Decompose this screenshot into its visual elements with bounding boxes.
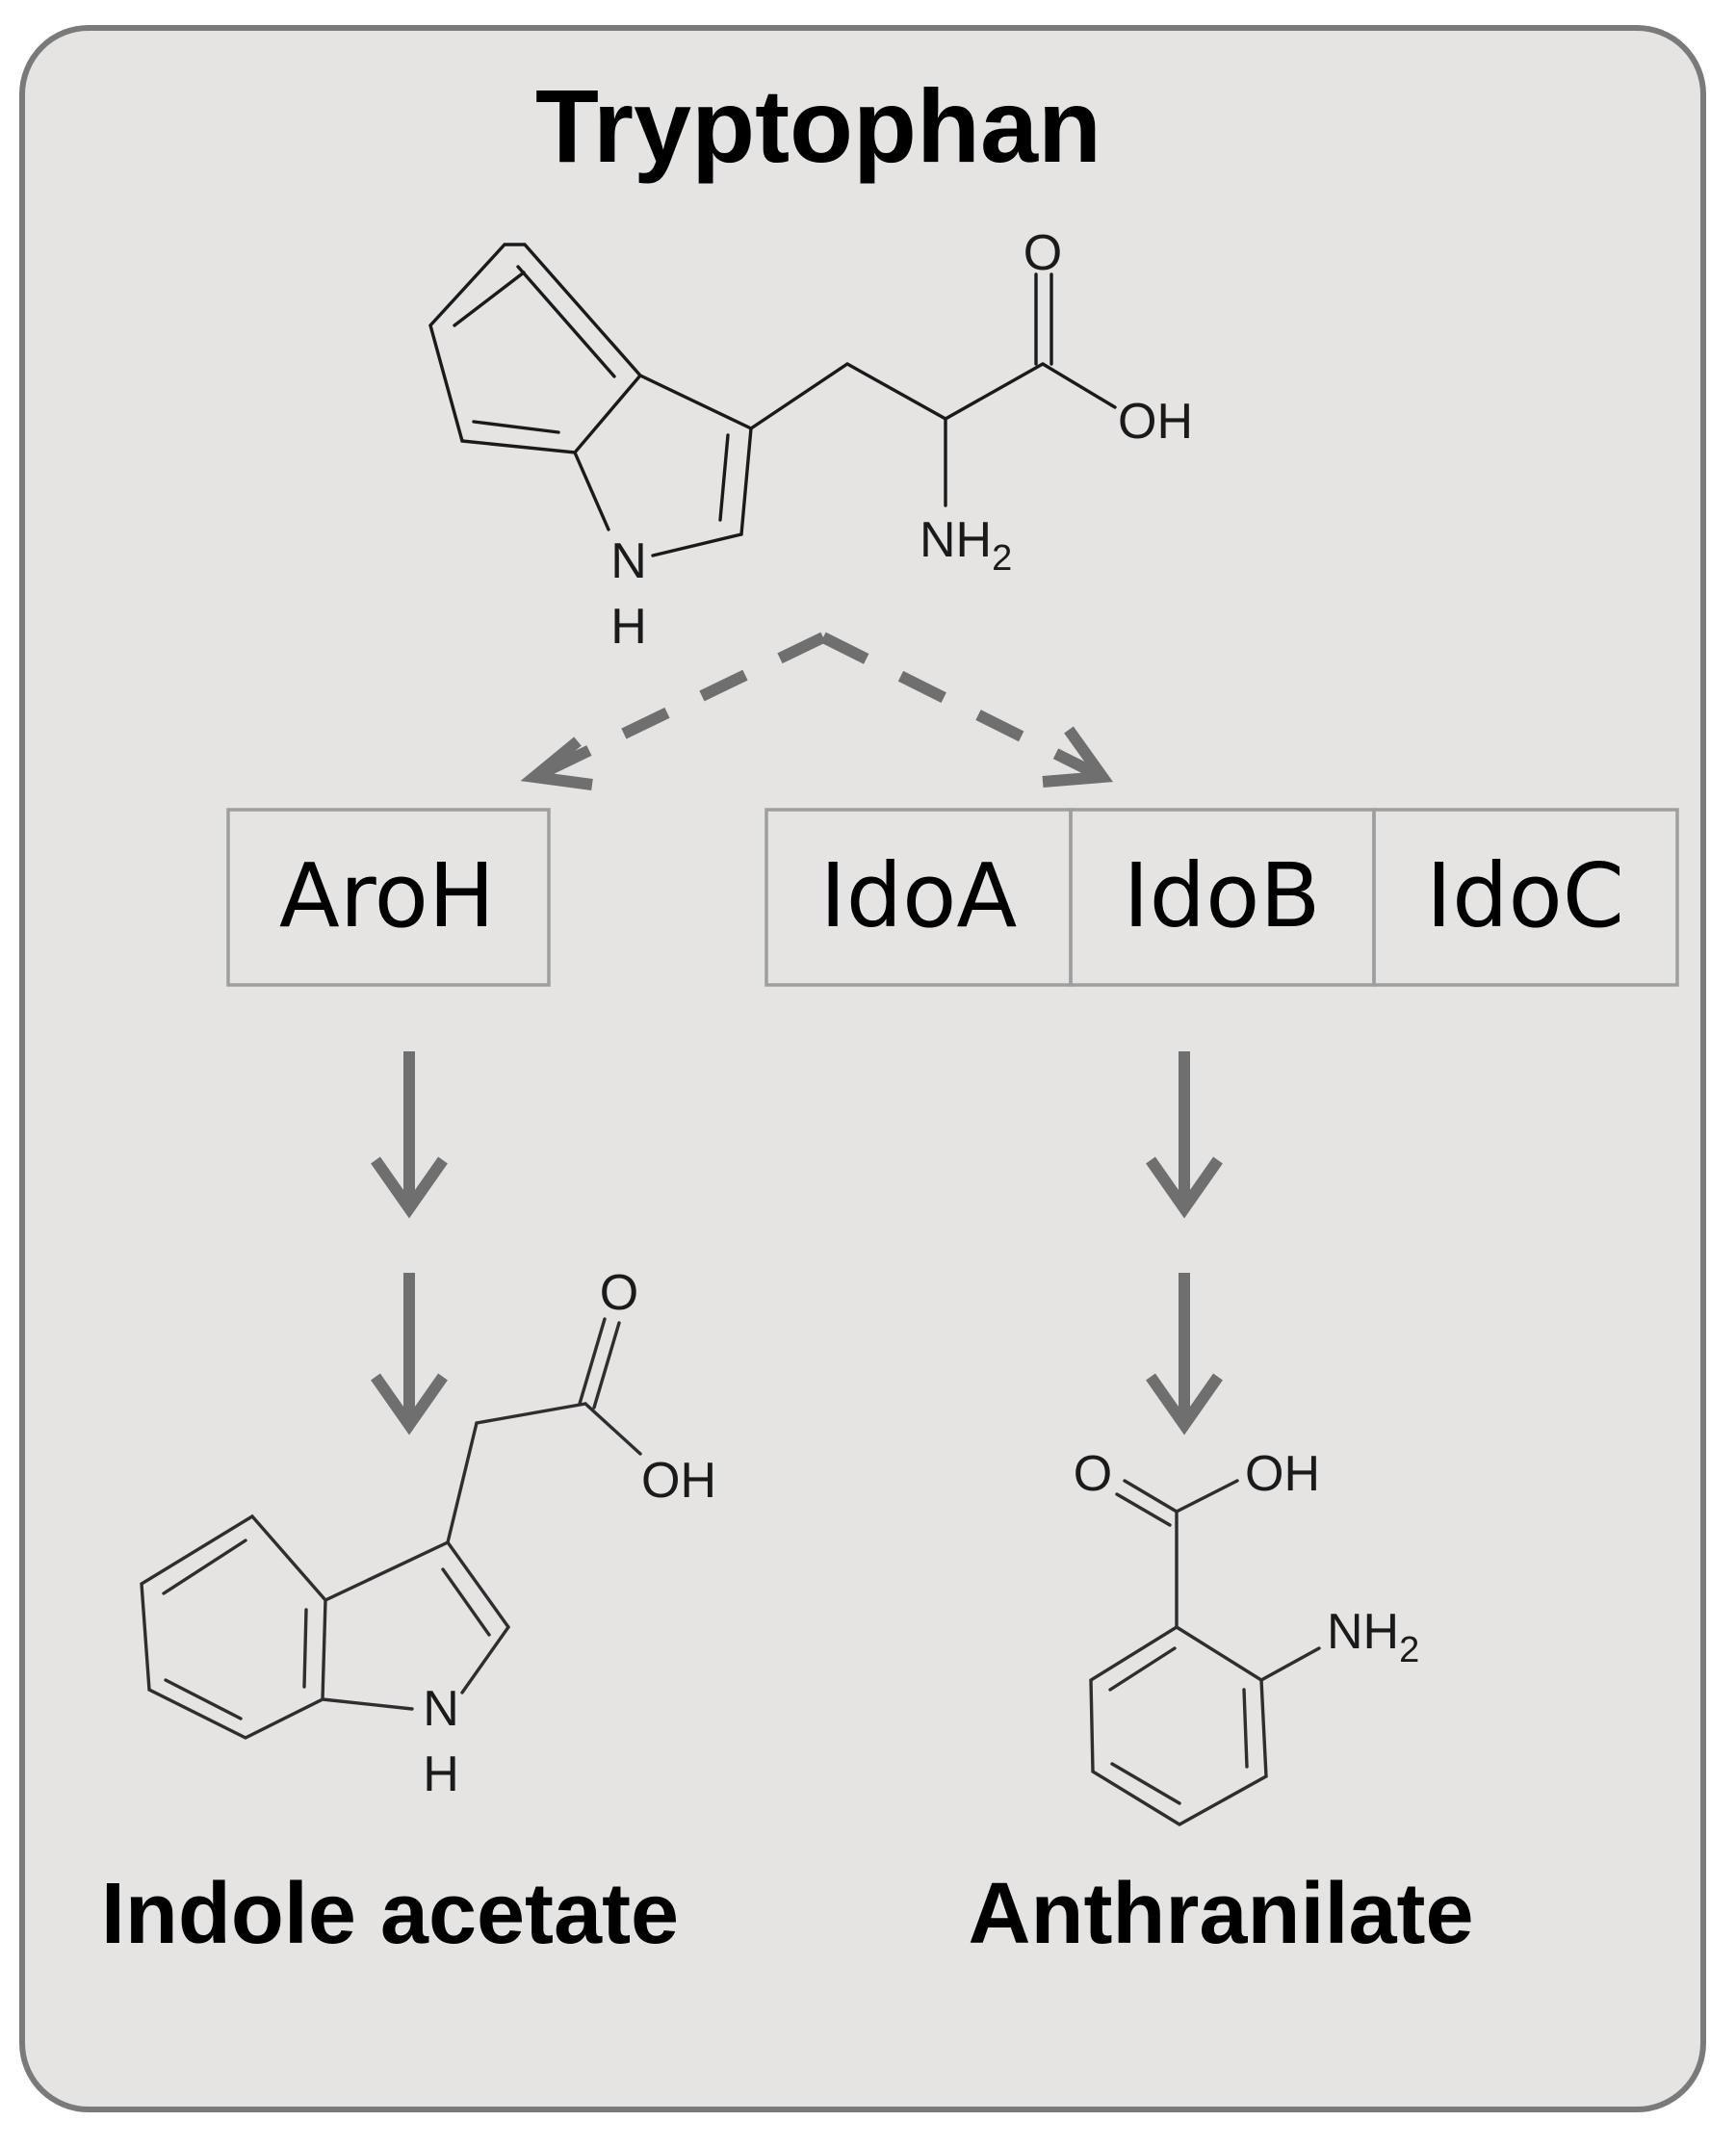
enzyme-box-idoc — [1372, 808, 1679, 987]
enzyme-aroh: AroH — [279, 844, 495, 947]
product-anthranilate: Anthranilate — [968, 1866, 1473, 1962]
split-arrows — [520, 632, 1114, 790]
indole-acetate-structure: O OH N H — [140, 1265, 716, 1802]
anthranilate-atom-oh: OH — [1245, 1446, 1320, 1502]
indole-atom-o: O — [600, 1265, 638, 1321]
enzyme-idoc: IdoC — [1426, 844, 1624, 947]
enzyme-idoa: IdoA — [820, 844, 1018, 947]
indole-atom-oh: OH — [641, 1453, 716, 1509]
enzyme-idob: IdoB — [1124, 844, 1321, 947]
anthranilate-structure: O OH NH2 — [1074, 1446, 1419, 1826]
enzyme-boxes: AroH IdoA IdoB IdoC — [226, 808, 1679, 987]
substrate-title: Tryptophan — [535, 67, 1101, 184]
anthranilate-atom-o: O — [1074, 1446, 1112, 1502]
enzyme-box-aroh — [226, 808, 551, 987]
atom-h: H — [610, 599, 647, 655]
tryptophan-structure: O OH NH2 N H — [428, 225, 1193, 655]
anthranilate-atom-nh2: NH2 — [1327, 1604, 1419, 1670]
indole-atom-n: N — [423, 1681, 459, 1737]
atom-nh2: NH2 — [920, 512, 1012, 579]
atom-n: N — [610, 533, 647, 589]
atom-o: O — [1023, 225, 1062, 281]
atom-oh: OH — [1118, 394, 1193, 450]
product-indole-acetate: Indole acetate — [101, 1866, 679, 1962]
indole-atom-h: H — [423, 1746, 459, 1802]
reaction-arrows — [371, 1051, 1223, 1436]
